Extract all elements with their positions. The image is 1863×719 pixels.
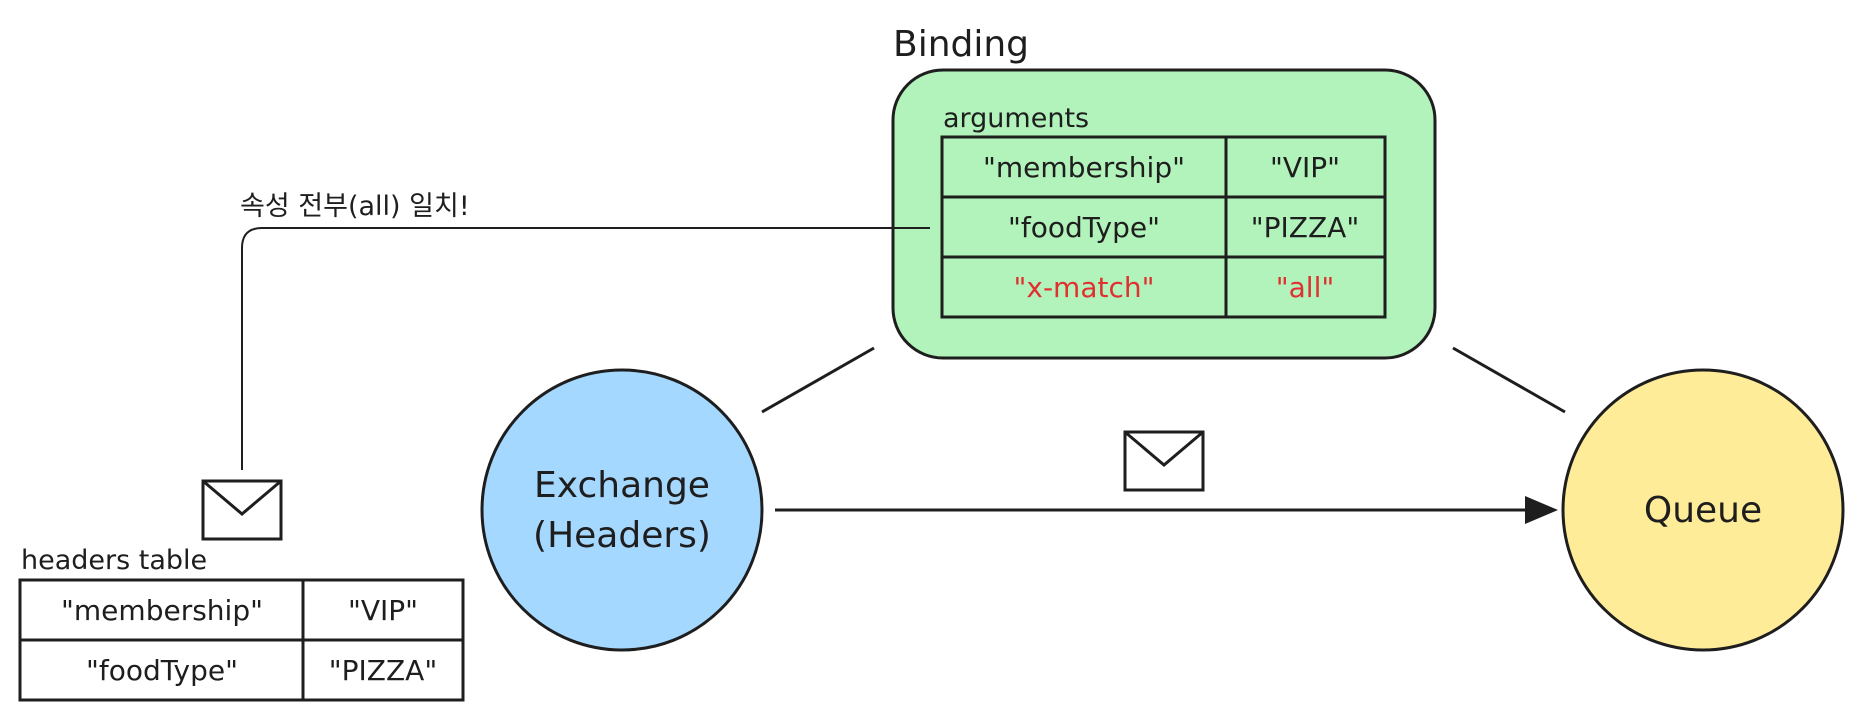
argument-key: "foodType" [1008, 211, 1160, 244]
headers-table [18, 578, 465, 702]
exchange-node [480, 368, 764, 652]
exchange-type-label: (Headers) [533, 515, 711, 556]
arguments-label: arguments [943, 103, 1089, 134]
argument-value: "PIZZA" [1251, 211, 1359, 244]
binding-line-left [761, 346, 875, 414]
binding-line-right [1452, 346, 1566, 414]
argument-key-x-match: "x-match" [1014, 271, 1155, 304]
binding-title: Binding [893, 24, 1029, 65]
arguments-table-border [940, 135, 1387, 319]
envelope-icon [201, 479, 283, 541]
match-label: 속성 전부(all) 일치! [240, 191, 470, 222]
headers-table-label: headers table [21, 545, 207, 576]
queue-node [1561, 368, 1845, 652]
header-value: "VIP" [348, 594, 418, 627]
binding-box [891, 68, 1437, 360]
argument-value: "VIP" [1270, 151, 1340, 184]
header-value: "PIZZA" [329, 654, 437, 687]
queue-label: Queue [1644, 490, 1762, 531]
argument-key: "membership" [983, 151, 1185, 184]
argument-value-all: "all" [1276, 271, 1334, 304]
header-key: "membership" [61, 594, 263, 627]
envelope-icon [1123, 430, 1205, 492]
match-connector-line [241, 227, 930, 470]
exchange-label: Exchange [534, 465, 710, 506]
header-key: "foodType" [86, 654, 238, 687]
arrow-head-icon [1525, 496, 1558, 524]
arguments-table [940, 135, 1387, 319]
